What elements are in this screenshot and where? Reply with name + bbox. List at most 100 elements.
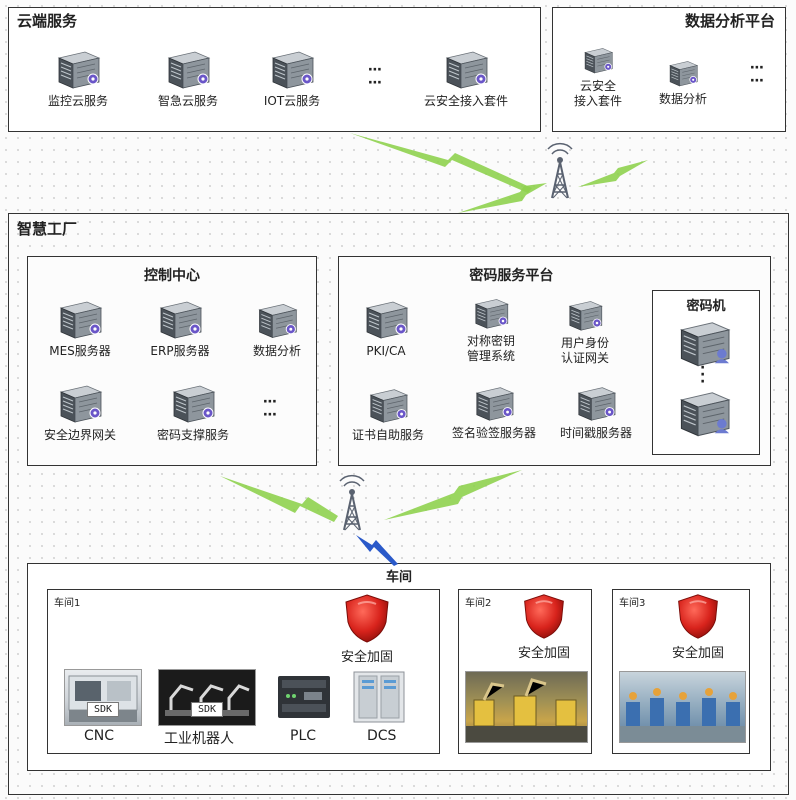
control-data-analysis-label: 数据分析	[252, 344, 301, 358]
workshop-2-security: 安全加固	[518, 592, 570, 661]
cert-self-service-label: 证书自助服务	[351, 428, 424, 442]
analytics-title: 数据分析平台	[684, 12, 775, 30]
timestamp-label: 时间戳服务器	[559, 426, 632, 440]
server-icon	[365, 301, 409, 339]
lightning-bolt-right-top	[578, 160, 648, 187]
plc-label: PLC	[290, 728, 317, 744]
cnc-image: SDK	[64, 669, 142, 726]
hsm-server-icon	[679, 322, 731, 367]
smart-factory-title: 智慧工厂	[17, 220, 78, 238]
lightning-bolt-left-bottom	[220, 476, 338, 522]
cnc-sdk-tag: SDK	[86, 702, 120, 717]
assembly-line-icon	[466, 678, 587, 742]
server-icon	[369, 389, 409, 423]
crypto-platform-title: 密码服务平台	[469, 268, 554, 284]
server-icon	[258, 303, 298, 339]
workshop-title: 车间	[385, 570, 413, 585]
server-icon	[271, 51, 315, 89]
workshop-3-security-label: 安全加固	[672, 646, 725, 661]
server-icon	[445, 51, 489, 89]
workshop-1-title: 车间1	[54, 598, 81, 609]
control-center-title: 控制中心	[144, 268, 200, 284]
hsm-server-icon	[679, 392, 731, 437]
radio-tower-icon	[547, 142, 573, 199]
server-icon	[568, 301, 603, 331]
server-icon	[577, 387, 617, 421]
erp-server: ERP服务器	[125, 298, 235, 359]
lightning-bolt-right-bottom	[384, 470, 522, 520]
cert-self-service-server: 证书自助服务	[333, 386, 443, 443]
cloud-security-access-label: 云安全 接入套件	[573, 79, 622, 108]
cloud-more-dots: ⋯ ⋯	[368, 62, 383, 91]
analytics-more-dots: ⋯ ⋯	[750, 60, 765, 89]
server-icon	[172, 385, 216, 423]
workshop-3-security: 安全加固	[672, 592, 724, 661]
workshop-1-security-label: 安全加固	[340, 650, 393, 665]
workshop-3-image	[619, 671, 746, 743]
iot-cloud-label: IOT云服务	[263, 94, 321, 108]
shield-icon	[678, 594, 718, 639]
workshop-2-image	[465, 671, 588, 743]
security-edge-gateway: 安全边界网关	[25, 382, 135, 443]
server-icon	[57, 51, 101, 89]
production-line-icon	[620, 688, 745, 742]
workshop-1-security: 安全加固	[340, 592, 394, 665]
radio-tower-icon	[339, 474, 365, 531]
cloud-security-kit-label: 云安全接入套件	[423, 94, 508, 108]
mes-server: MES服务器	[25, 298, 135, 359]
analytics-data-server: 数据分析	[628, 58, 738, 107]
control-center-panel: 控制中心	[27, 256, 317, 466]
dcs-image	[350, 670, 408, 724]
pki-ca-label: PKI/CA	[366, 344, 406, 358]
iot-cloud-server: IOT云服务	[237, 48, 347, 109]
cnc-label: CNC	[84, 728, 115, 744]
server-icon	[167, 51, 211, 89]
wireless-link-top	[350, 133, 648, 213]
emergency-cloud-label: 智急云服务	[157, 94, 218, 108]
server-icon	[584, 48, 614, 74]
cloud-security-kit-server: 云安全接入套件	[411, 48, 521, 109]
server-icon	[475, 387, 515, 421]
monitor-cloud-server: 监控云服务	[23, 48, 133, 109]
control-data-analysis: 数据分析	[222, 300, 332, 359]
server-icon	[474, 299, 509, 329]
server-icon	[159, 301, 203, 339]
hsm-title: 密码机	[686, 299, 726, 314]
wireless-link-bottom	[220, 470, 522, 566]
crypto-support-service: 密码支撑服务	[138, 382, 248, 443]
workshop-3-title: 车间3	[619, 598, 646, 609]
server-icon	[669, 61, 699, 87]
mes-server-label: MES服务器	[49, 344, 111, 358]
lightning-bolt-lower-top	[458, 183, 547, 213]
industrial-robot-image: SDK	[158, 669, 256, 726]
server-icon	[59, 385, 103, 423]
workshop-2-title: 车间2	[465, 598, 492, 609]
robot-sdk-tag: SDK	[190, 702, 224, 717]
dcs-cabinet-icon	[353, 671, 405, 723]
workshop-2-security-label: 安全加固	[518, 646, 571, 661]
symmetric-key-server: 对称密钥 管理系统	[436, 296, 546, 364]
security-edge-gateway-label: 安全边界网关	[43, 428, 116, 442]
analytics-panel: 数据分析平台	[552, 7, 786, 132]
emergency-cloud-server: 智急云服务	[133, 48, 243, 109]
cnc-machine-icon	[68, 675, 138, 722]
identity-auth-server: 用户身份 认证网关	[530, 298, 640, 366]
hsm-more-dots: ···	[700, 360, 707, 390]
analytics-data-label: 数据分析	[658, 92, 707, 106]
crypto-support-service-label: 密码支撑服务	[156, 428, 229, 442]
sign-verify-server: 签名验签服务器	[439, 384, 549, 441]
sign-verify-label: 签名验签服务器	[451, 426, 536, 440]
shield-icon	[524, 594, 564, 639]
cloud-security-access-server: 云安全 接入套件	[543, 45, 653, 109]
industrial-robot-label: 工业机器人	[164, 731, 234, 747]
smart-factory-panel: 智慧工厂	[8, 213, 789, 795]
plc-device-icon	[278, 676, 330, 718]
pki-ca-server: PKI/CA	[331, 298, 441, 359]
monitor-cloud-label: 监控云服务	[47, 94, 108, 108]
lightning-bolt-left-top	[350, 133, 532, 193]
cloud-services-title: 云端服务	[17, 12, 78, 30]
plc-image	[276, 672, 332, 722]
timestamp-server: 时间戳服务器	[541, 384, 651, 441]
control-more-dots: ⋯ ⋯	[263, 394, 278, 423]
